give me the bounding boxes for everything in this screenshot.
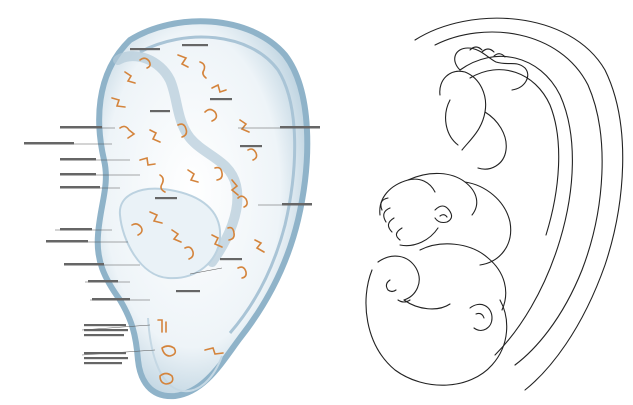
ear-chart-svg bbox=[0, 0, 320, 405]
label-mark bbox=[210, 98, 232, 100]
label-mark bbox=[92, 298, 130, 301]
fetus-ear-svg bbox=[320, 0, 633, 405]
label-mark bbox=[84, 329, 128, 331]
label-mark bbox=[24, 142, 74, 145]
fetus-face bbox=[378, 256, 419, 300]
label-mark bbox=[176, 290, 200, 292]
fetus-toes bbox=[470, 47, 505, 57]
fetus-ear-drawing bbox=[320, 0, 633, 405]
ear-acupuncture-chart bbox=[0, 0, 320, 405]
fetus-thigh bbox=[446, 100, 458, 145]
fetus-fingers bbox=[381, 198, 402, 240]
label-mark bbox=[182, 44, 208, 46]
label-mark bbox=[155, 197, 177, 199]
label-mark bbox=[220, 258, 242, 260]
label-mark bbox=[280, 126, 320, 129]
label-mark bbox=[60, 158, 96, 161]
label-mark bbox=[84, 362, 122, 364]
label-mark bbox=[240, 145, 262, 147]
fetus-ear bbox=[470, 304, 492, 330]
fetus-foot bbox=[455, 48, 528, 90]
fetus-nose bbox=[386, 280, 396, 292]
fetus-hand bbox=[380, 179, 435, 215]
label-mark bbox=[60, 173, 96, 176]
fetus-chest bbox=[420, 244, 506, 310]
label-mark bbox=[88, 280, 118, 283]
label-mark bbox=[46, 240, 88, 243]
fetus-spine-inner bbox=[470, 70, 559, 235]
label-mark bbox=[64, 263, 104, 266]
fetus-wrist bbox=[400, 228, 438, 246]
label-mark bbox=[60, 186, 100, 189]
label-mark bbox=[84, 334, 124, 336]
label-mark bbox=[60, 228, 92, 231]
label-mark bbox=[282, 203, 312, 206]
umbilical-knot bbox=[435, 206, 452, 223]
label-mark bbox=[130, 48, 160, 50]
ear-inner-outline bbox=[435, 32, 602, 365]
label-mark bbox=[84, 324, 126, 326]
label-mark bbox=[84, 352, 126, 354]
label-mark bbox=[60, 126, 102, 129]
label-mark bbox=[84, 357, 128, 359]
fetus-belly bbox=[465, 182, 511, 265]
fetus-chin bbox=[404, 300, 450, 309]
label-mark bbox=[150, 110, 170, 112]
